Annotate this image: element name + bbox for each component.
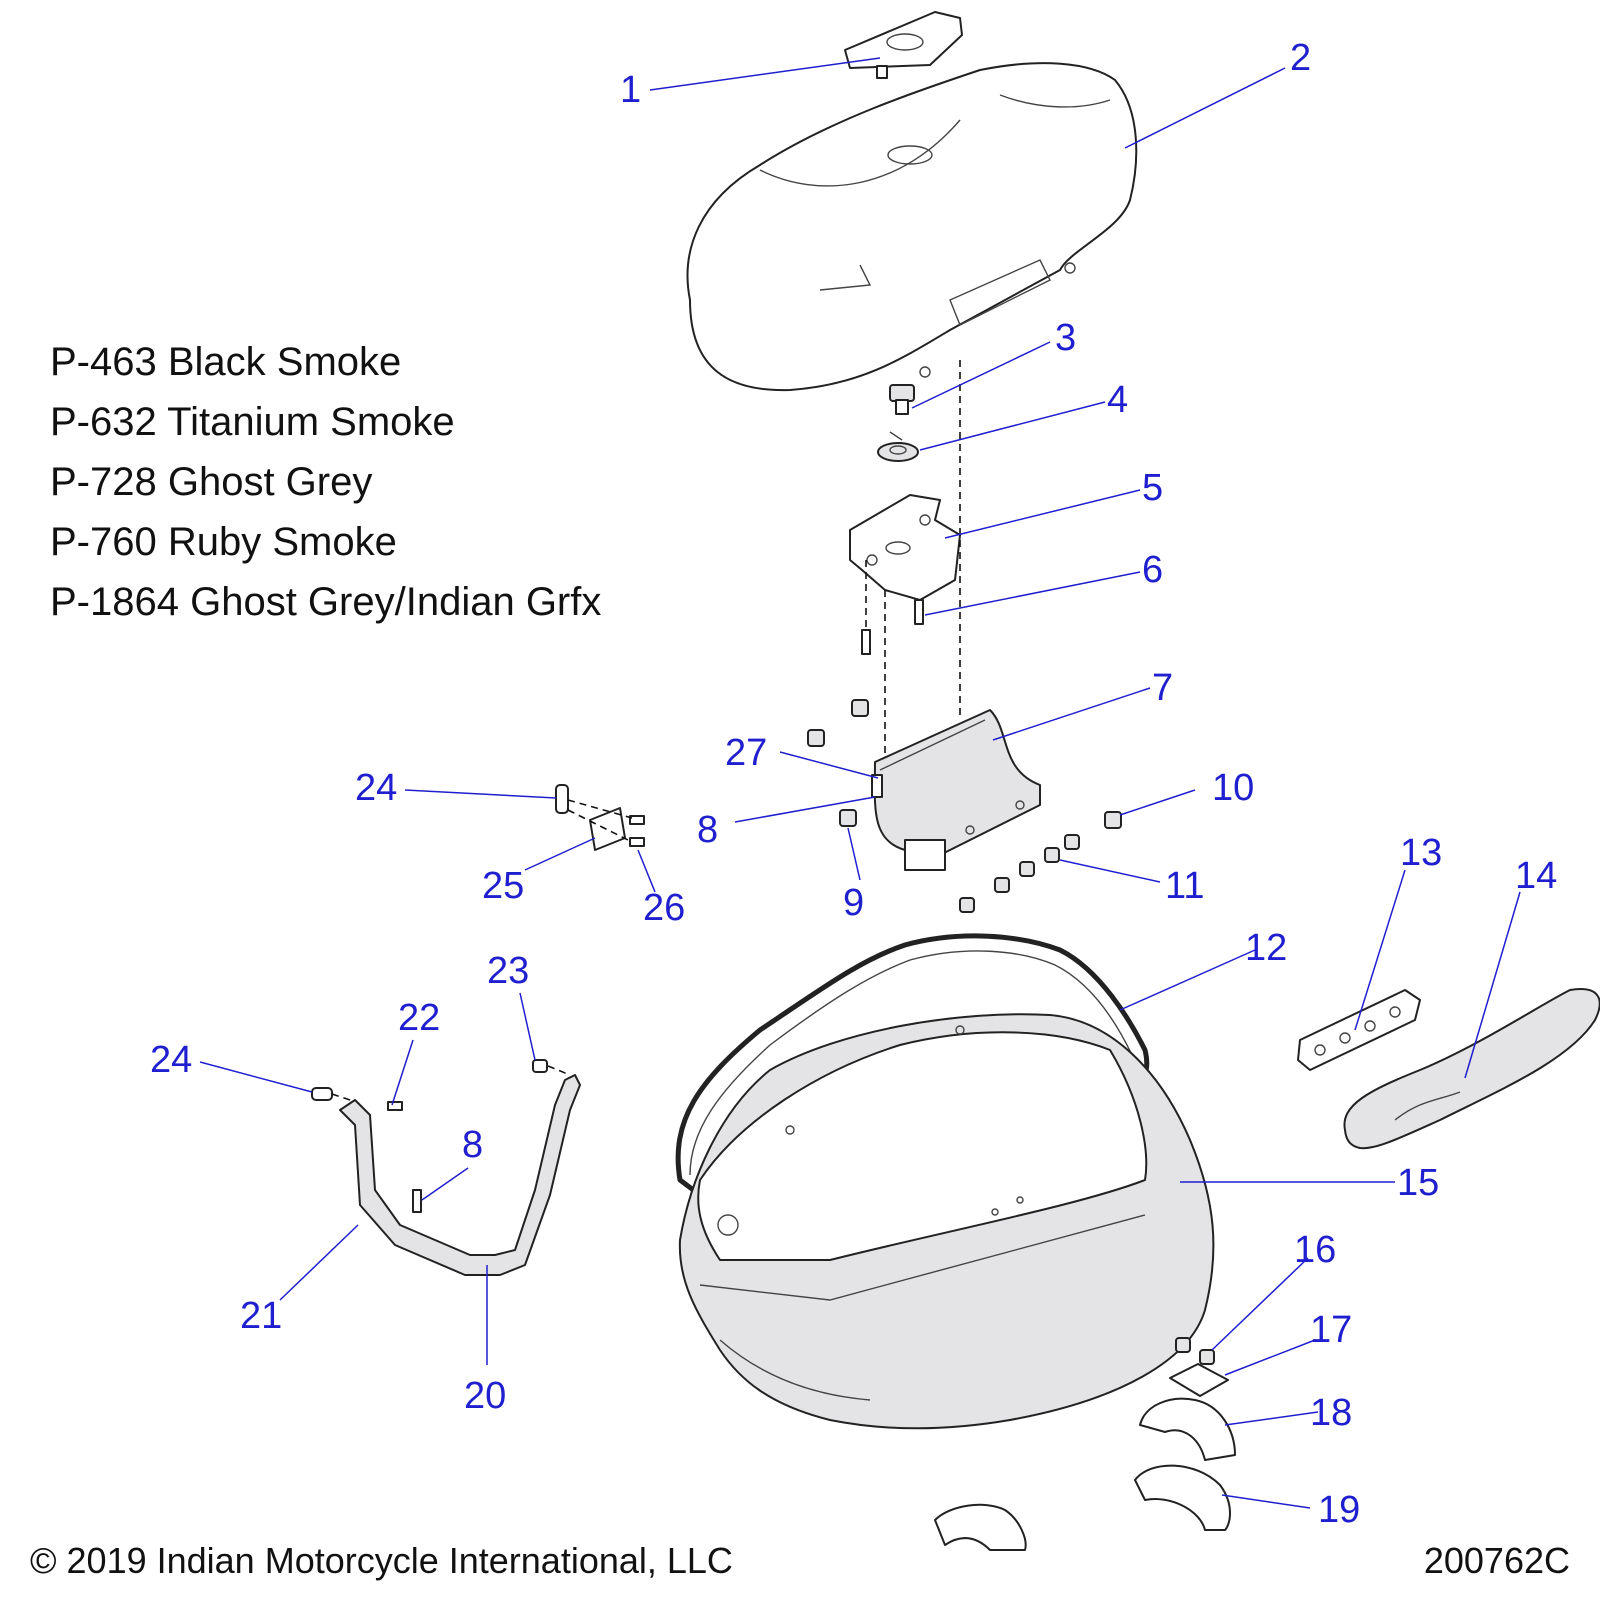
callout-14: 14 [1515, 855, 1557, 897]
callout-21: 21 [240, 1295, 282, 1337]
fasteners [807, 699, 1122, 913]
alignment-lines [865, 360, 961, 770]
callout-19: 19 [1318, 1489, 1360, 1531]
callout-26: 26 [643, 887, 685, 929]
callout-9: 9 [843, 882, 864, 924]
part-13-hinge-plate [1297, 989, 1421, 1071]
callout-12: 12 [1245, 927, 1287, 969]
callout-16: 16 [1294, 1229, 1336, 1271]
legend-item-black-smoke: P-463 Black Smoke [50, 340, 402, 384]
callout-27: 27 [725, 732, 767, 774]
callout-8-lower: 8 [462, 1124, 483, 1166]
callout-2: 2 [1290, 37, 1311, 79]
part-18-bracket [1139, 1397, 1236, 1461]
part-19-mount [934, 1464, 1231, 1551]
legend-item-ghost-grey-indian-grfx: P-1864 Ghost Grey/Indian Grfx [50, 580, 602, 624]
part-6-screws [861, 599, 924, 655]
part-24-25-26-upper-cluster [555, 784, 645, 851]
callout-13: 13 [1400, 832, 1442, 874]
part-7-hinge-bracket [873, 709, 1041, 871]
part-16-17-bolts-plate [1169, 1337, 1229, 1397]
callout-10: 10 [1212, 767, 1254, 809]
part-8-pin-upper [871, 774, 883, 798]
callout-3: 3 [1055, 317, 1076, 359]
part-3-bolt [889, 384, 915, 415]
callout-15: 15 [1397, 1162, 1439, 1204]
callout-25: 25 [482, 865, 524, 907]
callout-7: 7 [1152, 667, 1173, 709]
legend-item-ruby-smoke: P-760 Ruby Smoke [50, 520, 397, 564]
callout-4: 4 [1107, 379, 1128, 421]
diagram-id: 200762C [1423, 1540, 1570, 1581]
part-20-21-mounting-rail [311, 1059, 581, 1276]
callout-22: 22 [398, 997, 440, 1039]
callout-5: 5 [1142, 467, 1163, 509]
callout-23: 23 [487, 950, 529, 992]
callout-17: 17 [1310, 1309, 1352, 1351]
callout-6: 6 [1142, 549, 1163, 591]
callout-11: 11 [1165, 865, 1204, 907]
part-4-grommet [877, 431, 919, 462]
copyright-notice: © 2019 Indian Motorcycle International, … [30, 1540, 733, 1581]
legend-item-titanium-smoke: P-632 Titanium Smoke [50, 400, 455, 444]
leader-lines [199, 57, 1521, 1509]
callout-8-upper: 8 [697, 809, 718, 851]
part-15-saddlebag [678, 1013, 1215, 1430]
callout-1: 1 [620, 69, 641, 111]
part-2-lid [686, 62, 1138, 392]
part-5-latch-housing [849, 494, 961, 601]
part-14-emblem-trim [1343, 988, 1600, 1150]
callout-20: 20 [464, 1375, 506, 1417]
callout-18: 18 [1310, 1392, 1352, 1434]
legend-item-ghost-grey: P-728 Ghost Grey [50, 460, 373, 504]
callout-24-lower: 24 [150, 1039, 192, 1081]
part-1-lid-cap [844, 11, 963, 79]
callout-24-upper: 24 [355, 767, 397, 809]
callout-numbers: 1 2 3 4 5 6 7 27 8 9 10 11 12 13 14 15 1… [150, 37, 1557, 1531]
